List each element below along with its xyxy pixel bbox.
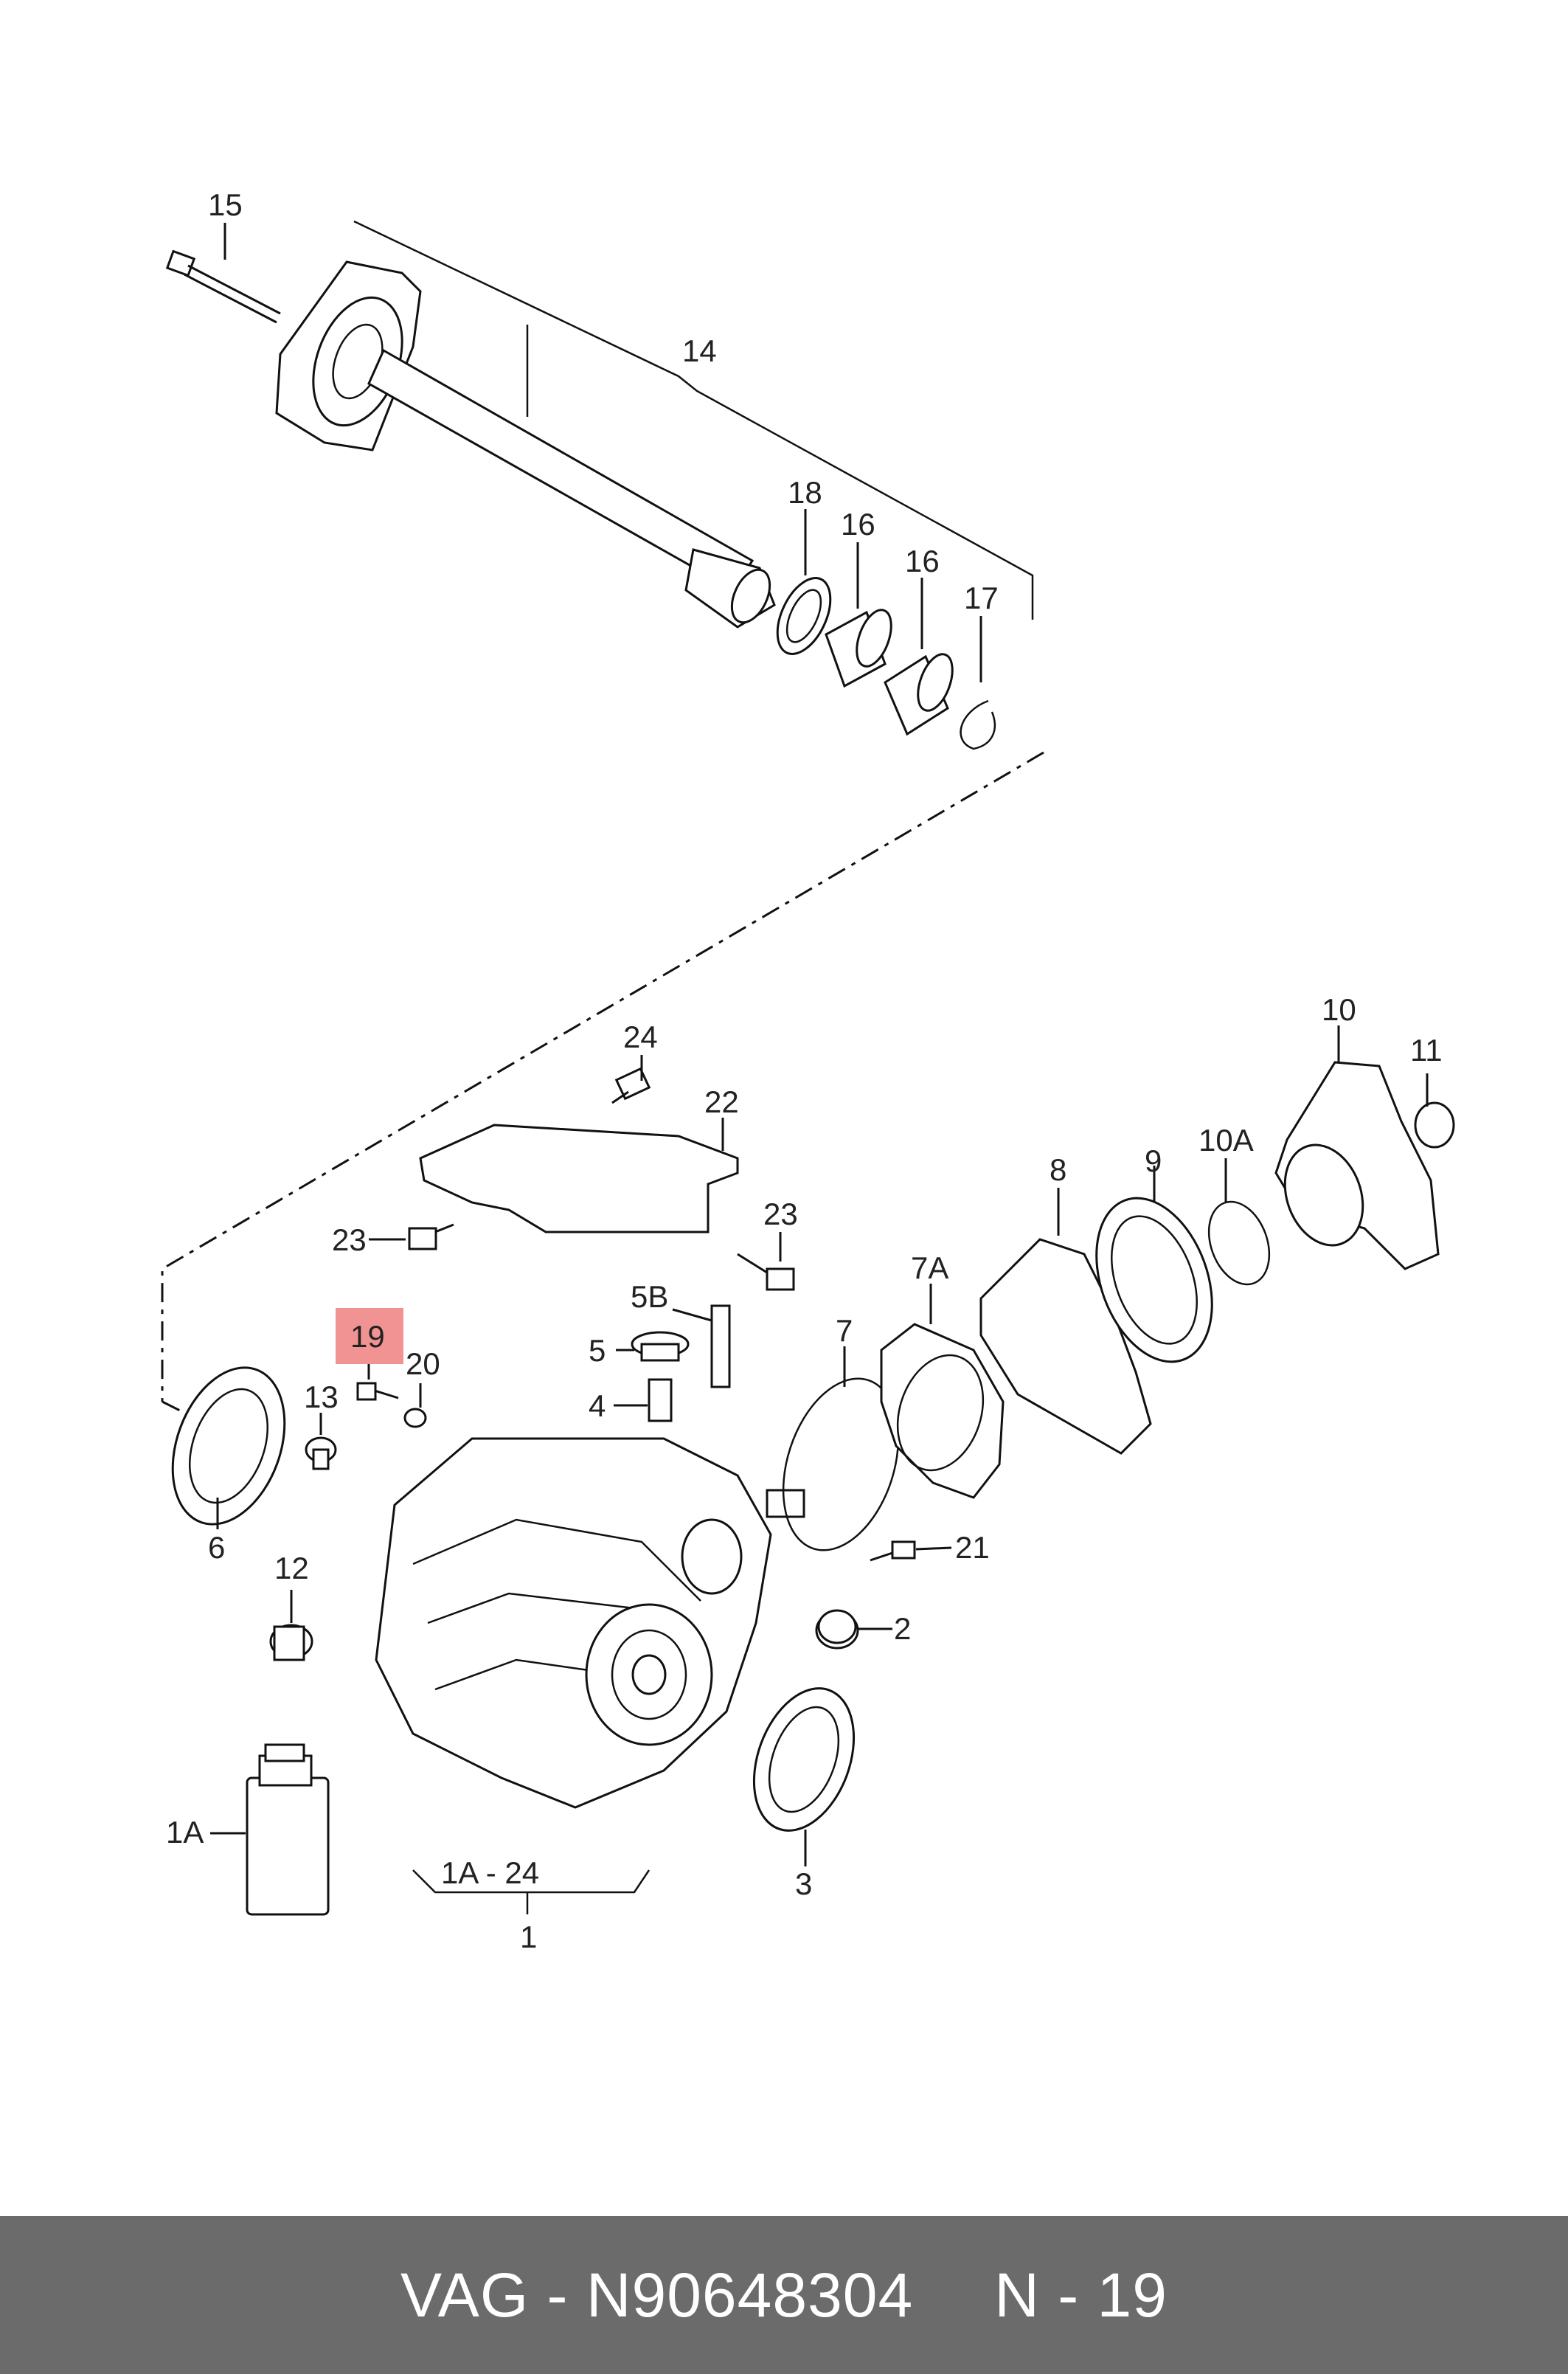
plug-2: [817, 1609, 857, 1644]
label-1: 1: [520, 1920, 537, 1954]
part-19-highlight: [336, 1308, 403, 1364]
label-11: 11: [1410, 1033, 1443, 1067]
bracket-group: [408, 1067, 795, 1291]
label-3: 3: [795, 1866, 812, 1901]
label-23-right: 23: [763, 1197, 798, 1231]
label-1a: 1A: [166, 1815, 204, 1849]
flange-group: [782, 1061, 1455, 1551]
part-labels: 15 14 18 16 16 17 24 22 23 23 10 11 10A …: [166, 187, 1443, 1954]
label-21: 21: [955, 1530, 990, 1565]
label-16-b: 16: [905, 544, 940, 578]
label-10: 10: [1322, 992, 1356, 1027]
seal-6: [171, 1366, 286, 1526]
label-13: 13: [304, 1380, 339, 1414]
label-24: 24: [623, 1020, 658, 1054]
part-number-footer: VAG - N90648304 N - 19: [0, 2216, 1568, 2374]
assembly-outline: [161, 751, 1044, 1402]
label-6: 6: [208, 1530, 225, 1565]
label-16-a: 16: [841, 507, 875, 541]
label-1a-24-range: 1A - 24: [441, 1855, 539, 1890]
label-5b: 5B: [631, 1279, 668, 1314]
seal-3: [752, 1687, 856, 1832]
bolt-21: [891, 1540, 916, 1560]
diagram-reference: N - 19: [994, 2260, 1168, 2330]
small-parts: [269, 1304, 731, 1661]
oil-bottle: [246, 1743, 330, 1916]
label-18: 18: [788, 475, 822, 510]
label-2: 2: [894, 1611, 911, 1646]
label-5: 5: [589, 1333, 606, 1368]
label-23-left: 23: [332, 1222, 367, 1257]
brand-part-number: VAG - N90648304: [400, 2260, 914, 2330]
label-19: 19: [350, 1319, 385, 1354]
label-7a: 7A: [911, 1250, 948, 1285]
label-14: 14: [682, 333, 717, 368]
label-4: 4: [589, 1388, 606, 1423]
label-8: 8: [1050, 1152, 1066, 1187]
label-22: 22: [704, 1084, 739, 1119]
leader-lines: [210, 223, 1429, 1866]
label-15: 15: [208, 187, 243, 222]
label-7: 7: [836, 1313, 853, 1348]
label-20: 20: [406, 1346, 440, 1381]
label-17: 17: [964, 581, 999, 615]
label-9: 9: [1145, 1143, 1162, 1178]
gear-housing: [375, 1437, 859, 1809]
label-10a: 10A: [1198, 1123, 1254, 1157]
exploded-parts-diagram: 15 14 18 16 16 17 24 22 23 23 10 11 10A …: [161, 187, 1455, 1954]
drive-shaft-assembly: [165, 220, 1034, 750]
label-12: 12: [274, 1551, 309, 1585]
